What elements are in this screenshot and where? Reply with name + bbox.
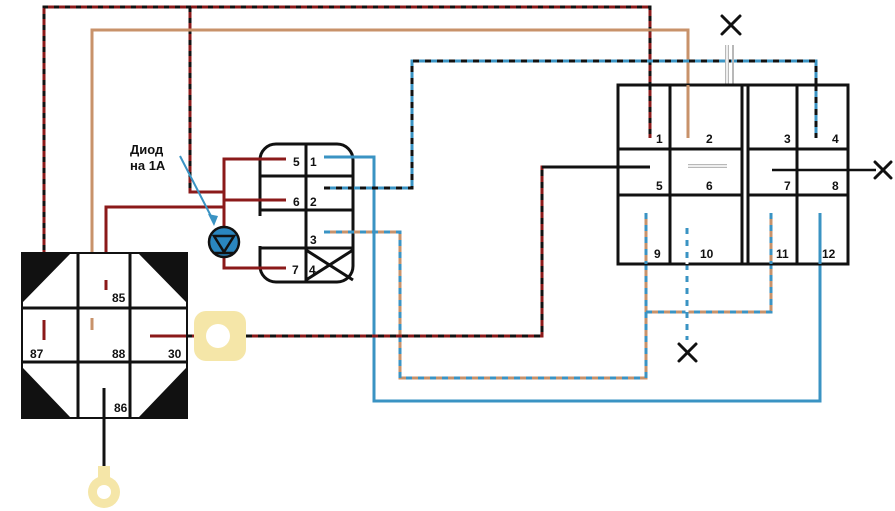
small-connector-pin-2: 2	[310, 195, 317, 209]
small-connector-pin-7: 7	[292, 263, 299, 277]
x-markers	[677, 14, 893, 363]
relay: 85 87 88 30 86	[21, 252, 188, 419]
diode-label-line2: на 1А	[130, 158, 166, 173]
diode-pointer-arrow	[179, 155, 215, 223]
x-marker-bottom-icon	[677, 342, 698, 363]
small-connector-pin-4: 4	[309, 263, 316, 277]
big-connector-pin-11: 11	[776, 247, 789, 261]
small-connector: 5 1 6 2 3 7 4	[224, 142, 412, 284]
big-connector-pin-12: 12	[822, 247, 836, 261]
wire-tan-blue-pin3-to-pin9	[324, 213, 648, 380]
big-connector-pin-10: 10	[700, 247, 714, 261]
x-marker-right-icon	[873, 160, 893, 180]
big-connector-pin-5: 5	[656, 179, 663, 193]
relay-pin-85: 85	[112, 291, 126, 305]
diode-label-line1: Диод	[130, 142, 164, 157]
big-connector-pin-8: 8	[832, 179, 839, 193]
wire-red-black-87-to-pin1	[42, 5, 652, 338]
relay-pin-87: 87	[30, 347, 44, 361]
relay-pin-30: 30	[168, 347, 182, 361]
ring-terminal-30-icon	[194, 311, 246, 361]
wire-red-black-pin5-to-top	[188, 7, 260, 194]
big-connector-pin-1: 1	[656, 132, 663, 146]
big-connector-pin-6: 6	[706, 179, 713, 193]
small-connector-pin-3: 3	[310, 233, 317, 247]
big-connector-pin-4: 4	[832, 132, 839, 146]
small-connector-pin-1: 1	[310, 155, 317, 169]
ring-terminal-ground-icon	[88, 466, 120, 508]
diode-icon	[207, 225, 241, 259]
small-connector-pin-5: 5	[293, 155, 300, 169]
big-connector-pin-2: 2	[706, 132, 713, 146]
diode: Диод на 1А	[130, 142, 241, 259]
small-connector-pin-6: 6	[293, 195, 300, 209]
big-connector-pin-7: 7	[784, 179, 791, 193]
big-connector: 1 2 3 4 5 6 7 8 9 10 11 12	[542, 83, 850, 266]
big-connector-pin-9: 9	[654, 247, 661, 261]
x-marker-top-icon	[720, 14, 742, 36]
big-connector-pin-3: 3	[784, 132, 791, 146]
relay-pin-88: 88	[112, 347, 126, 361]
relay-pin-86: 86	[114, 401, 128, 415]
